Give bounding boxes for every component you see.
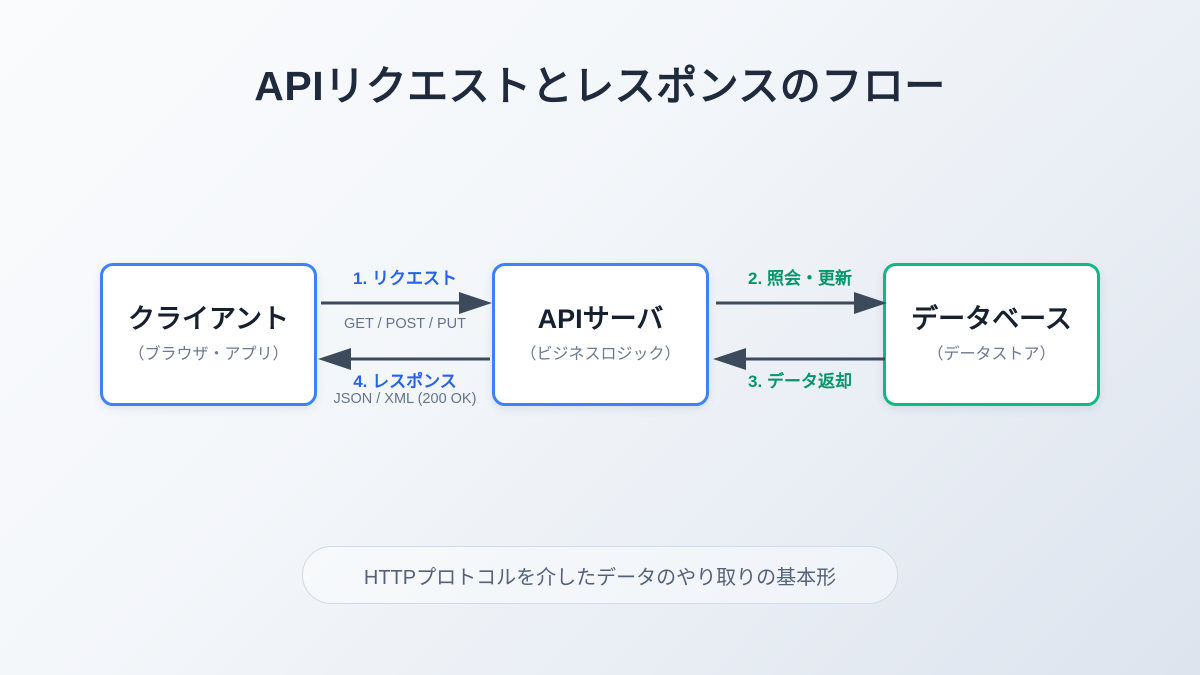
page-title: APIリクエストとレスポンスのフロー	[254, 63, 946, 109]
flow-request-caption: GET / POST / PUT	[344, 315, 466, 332]
arrow-right-icon	[321, 291, 492, 314]
flow-response-label: 4. レスポンス	[353, 372, 457, 391]
node-api-server[interactable]: APIサーバ （ビジネスロジック）	[492, 263, 709, 406]
flow-return-label: 3. データ返却	[748, 372, 852, 391]
arrow-left-icon	[713, 348, 885, 370]
footer-caption-text: HTTPプロトコルを介したデータのやり取りの基本形	[363, 566, 837, 589]
arrow-right-icon	[716, 291, 887, 314]
node-api-server-title: APIサーバ	[537, 304, 664, 335]
node-database[interactable]: データベース （データストア）	[883, 263, 1100, 406]
node-client-title: クライアント	[128, 304, 289, 335]
arrow-left-icon	[318, 348, 490, 370]
node-client[interactable]: クライアント （ブラウザ・アプリ）	[100, 263, 317, 406]
flow-query-label: 2. 照会・更新	[748, 269, 852, 288]
node-database-title: データベース	[911, 304, 1072, 335]
node-client-subtitle: （ブラウザ・アプリ）	[128, 346, 289, 364]
flow-request: 1. リクエスト GET / POST / PUT	[317, 269, 493, 333]
node-api-server-subtitle: （ビジネスロジック）	[520, 346, 681, 364]
flow-response: 4. レスポンス JSON / XML (200 OK)	[317, 345, 493, 408]
flow-request-label: 1. リクエスト	[353, 269, 457, 288]
flow-return: 3. データ返却	[712, 345, 888, 392]
node-database-subtitle: （データストア）	[927, 346, 1056, 364]
flow-response-caption: JSON / XML (200 OK)	[333, 390, 477, 407]
flow-query: 2. 照会・更新	[712, 269, 888, 317]
footer-caption-pill: HTTPプロトコルを介したデータのやり取りの基本形	[302, 546, 898, 604]
